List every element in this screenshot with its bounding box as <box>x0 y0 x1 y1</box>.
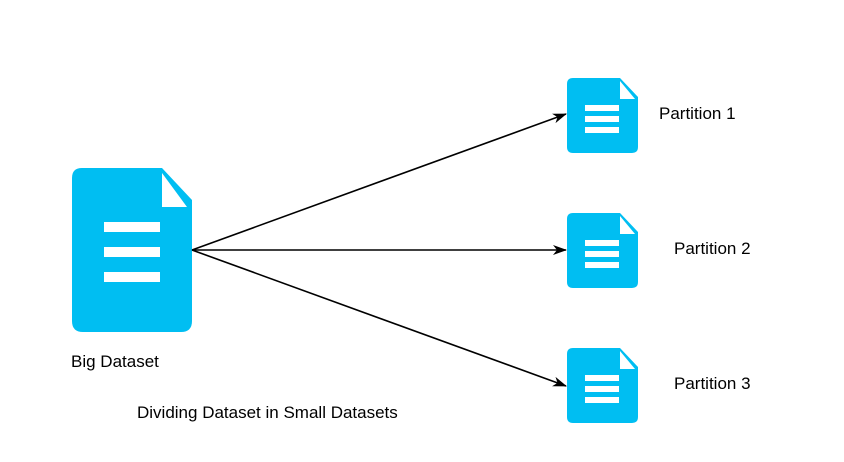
arrow-to-partition-3 <box>191 249 567 387</box>
partition-3-document-icon <box>567 348 638 423</box>
big-dataset-label: Big Dataset <box>71 352 159 371</box>
arrow-to-partition-1 <box>191 113 567 251</box>
partition-3-label: Partition 3 <box>674 374 751 393</box>
partition-2-document-icon <box>567 213 638 288</box>
diagram-caption: Dividing Dataset in Small Datasets <box>137 403 398 422</box>
partition-1-document-icon <box>567 78 638 153</box>
partition-2-label: Partition 2 <box>674 239 751 258</box>
partition-1-label: Partition 1 <box>659 104 736 123</box>
big-dataset-document-icon <box>72 168 192 332</box>
